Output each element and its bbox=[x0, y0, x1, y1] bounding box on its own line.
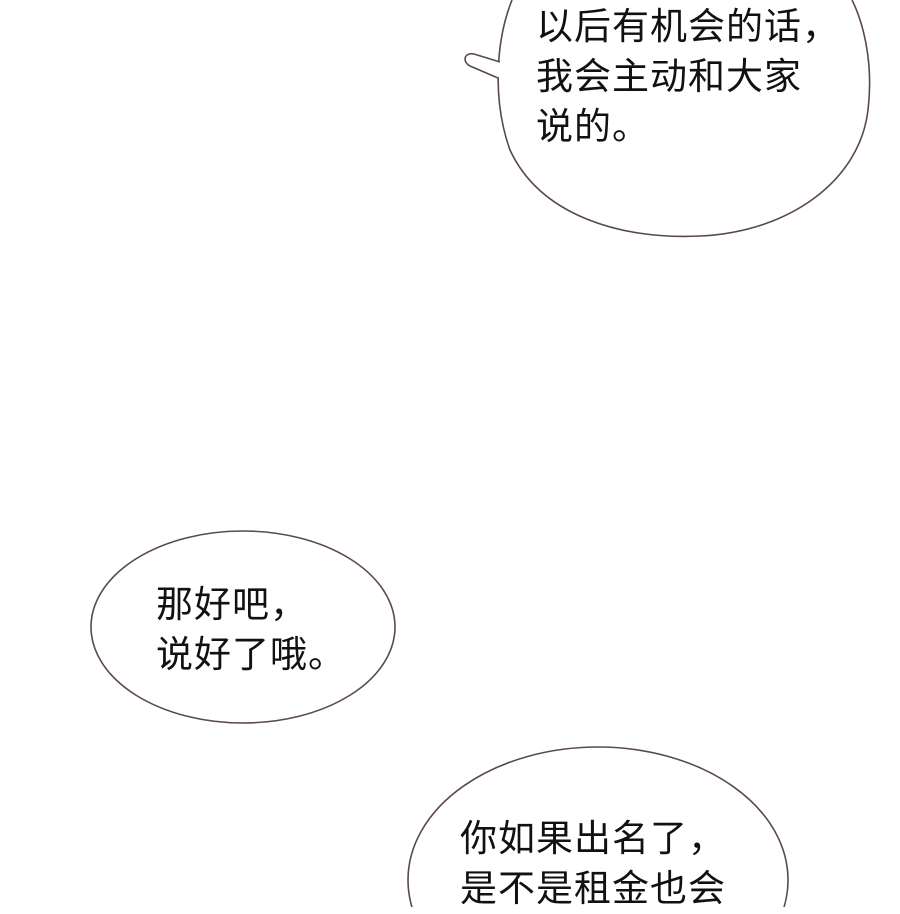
speech-bubble-2-text: 那好吧， 说好了哦。 bbox=[156, 580, 346, 680]
bubble-3-line-1: 你如果出名了， bbox=[460, 817, 726, 860]
bubble-3-line-2: 是不是租金也会 bbox=[460, 867, 726, 910]
bubble-2-line-2: 说好了哦。 bbox=[156, 633, 346, 676]
speech-bubble-1-text: 以后有机会的话， 我会主动和大家 说的。 bbox=[536, 2, 840, 152]
bubble-1-line-3: 说的。 bbox=[536, 105, 650, 148]
bubble-1-line-2: 我会主动和大家 bbox=[536, 55, 802, 98]
bubble-1-line-1: 以后有机会的话， bbox=[536, 5, 840, 48]
bubble-2-line-1: 那好吧， bbox=[156, 583, 308, 626]
speech-bubble-3-text: 你如果出名了， 是不是租金也会 bbox=[460, 814, 726, 914]
